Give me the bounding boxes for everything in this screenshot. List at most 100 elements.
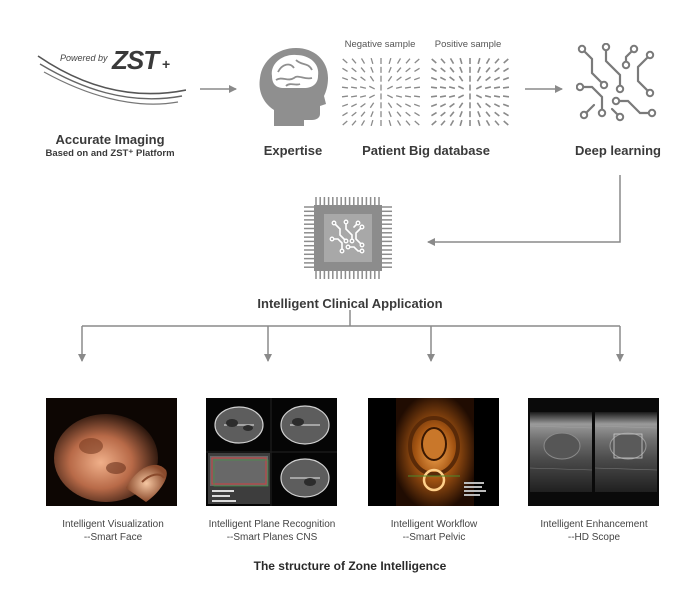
sample-dash (449, 58, 455, 64)
sample-dash (431, 58, 437, 64)
sample-dash (440, 67, 446, 73)
brain-head-icon (259, 48, 328, 126)
sample-dash (440, 58, 446, 64)
app-1-subtitle: --Smart Face (83, 532, 143, 543)
sample-dash (414, 67, 420, 72)
sample-dash (351, 103, 357, 108)
sample-dash (503, 111, 509, 117)
sample-dash (457, 94, 465, 99)
sample-dash (485, 58, 491, 64)
sample-dash (413, 77, 421, 81)
sample-dash (485, 76, 491, 82)
sample-dash (440, 111, 446, 117)
sample-dash (370, 66, 374, 73)
sample-dash (459, 119, 463, 127)
sample-dash (414, 120, 420, 126)
negative-sample-pattern (341, 57, 421, 127)
sample-dash (439, 76, 447, 81)
sample-dash (503, 67, 509, 73)
sample-dash (369, 85, 375, 90)
sample-dash (351, 111, 357, 117)
negative-sample-label: Negative sample (344, 39, 416, 50)
app-3-subtitle: --Smart Pelvic (402, 532, 466, 543)
sample-dash (477, 66, 481, 73)
app-4-title: Intelligent Enhancement (540, 519, 648, 530)
sample-dash (414, 58, 420, 64)
sample-dash (360, 111, 366, 117)
sample-dash (396, 102, 402, 108)
sample-dash (370, 119, 374, 127)
sample-dash (396, 120, 402, 126)
sample-dash (494, 120, 500, 126)
sample-dash (413, 95, 421, 98)
sample-dash (414, 112, 420, 117)
sample-dash (405, 67, 411, 73)
sample-dash (439, 103, 447, 108)
sample-dash (405, 76, 411, 81)
sample-dash (341, 95, 349, 98)
app-2-caption: Intelligent Plane Recognition --Smart Pl… (188, 518, 356, 544)
sample-dash (360, 120, 366, 126)
sample-dash (430, 95, 438, 98)
sample-dash (387, 102, 393, 109)
sample-dash (430, 103, 438, 108)
app-3-title: Intelligent Workflow (390, 519, 478, 530)
sample-dash (396, 111, 402, 117)
sample-dash (387, 85, 393, 90)
sample-dash (503, 58, 509, 64)
sample-dash (342, 112, 348, 117)
sample-dash (430, 86, 438, 89)
sample-dash (396, 58, 402, 64)
positive-sample-label: Positive sample (434, 39, 502, 50)
arrow-learning-to-chip (427, 175, 621, 246)
sample-dash (360, 76, 366, 82)
sample-dash (404, 95, 412, 98)
sample-dash (485, 67, 491, 73)
sample-dash (388, 119, 392, 127)
sample-dash (387, 75, 393, 82)
sample-dash (485, 120, 491, 126)
sample-dash (431, 120, 437, 126)
sample-dash (369, 94, 375, 99)
smart-pelvic-image (368, 398, 499, 506)
neural-network-icon (576, 43, 657, 122)
zst-swoosh-graphic (37, 55, 187, 105)
sample-dash (459, 66, 463, 73)
app-2-subtitle: --Smart Planes CNS (226, 532, 318, 543)
sample-dash (351, 76, 357, 81)
sample-dash (341, 86, 349, 89)
sample-dash (413, 86, 421, 89)
sample-dash (388, 66, 392, 73)
sample-dash (494, 67, 500, 73)
sample-dash (359, 95, 367, 98)
sample-dash (477, 119, 481, 127)
app-1-caption: Intelligent Visualization --Smart Face (30, 518, 196, 544)
sample-dash (449, 76, 455, 82)
sample-dash (396, 76, 402, 82)
zst-logo: Powered by ZST + (36, 42, 187, 112)
sample-dash (350, 86, 358, 89)
sample-dash (449, 102, 455, 108)
sample-dash (476, 75, 482, 82)
sample-dash (405, 111, 411, 117)
sample-dash (405, 120, 411, 126)
sample-dash (457, 85, 465, 90)
sample-dash (359, 86, 367, 89)
sample-dash (413, 103, 421, 107)
app-2-title: Intelligent Plane Recognition (208, 519, 336, 530)
figure-caption: The structure of Zone Intelligence (253, 559, 447, 573)
deep-learning-label: Deep learning (575, 143, 661, 158)
sample-dash (342, 120, 348, 126)
sample-dash (502, 86, 510, 89)
sample-dash (360, 102, 366, 108)
sample-dash (493, 86, 501, 89)
sample-dash (485, 111, 491, 117)
sample-dash (342, 58, 348, 64)
sample-dash (493, 95, 501, 98)
database-label: Patient Big database (362, 143, 490, 158)
sample-dash (405, 58, 411, 64)
sample-dash (360, 58, 366, 64)
expertise-label: Expertise (263, 143, 323, 158)
sample-dash (395, 86, 403, 89)
